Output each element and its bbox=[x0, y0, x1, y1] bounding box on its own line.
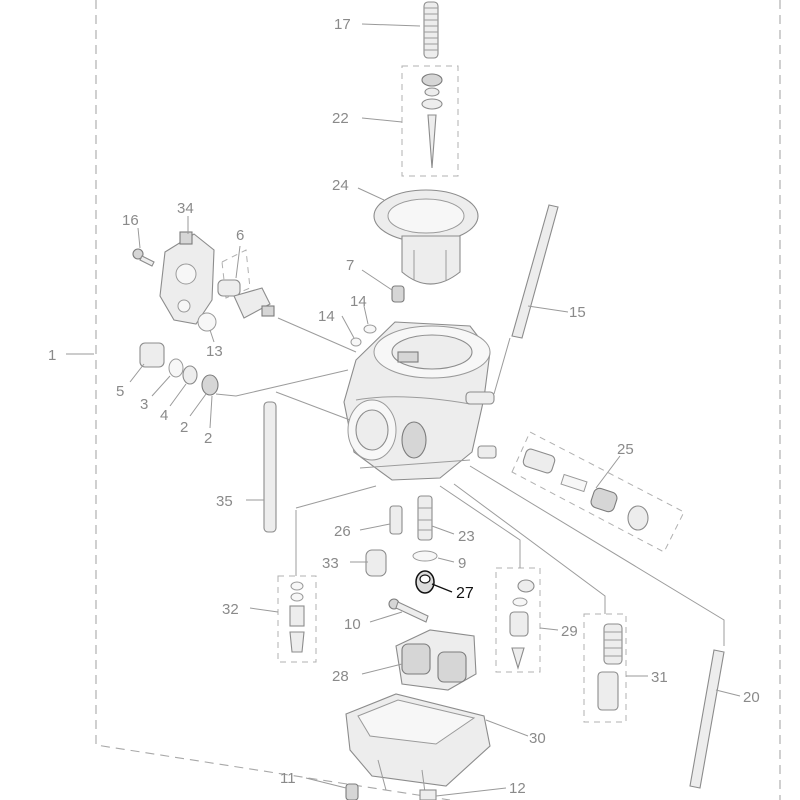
callout-22: 22 bbox=[332, 110, 349, 127]
part-11-drain-screw[interactable] bbox=[345, 783, 359, 800]
part-10-screw[interactable] bbox=[388, 598, 429, 623]
callout-16: 16 bbox=[122, 212, 139, 229]
part-7-plug[interactable] bbox=[391, 285, 405, 303]
part-31-spring-screw-set[interactable] bbox=[583, 613, 627, 723]
callout-12: 12 bbox=[509, 780, 526, 797]
part-14-o-ring-upper[interactable] bbox=[363, 324, 377, 334]
callout-23: 23 bbox=[458, 528, 475, 545]
part-22-needle-set[interactable] bbox=[401, 65, 459, 177]
callout-26: 26 bbox=[334, 523, 351, 540]
callout-13: 13 bbox=[206, 343, 223, 360]
part-24-piston-diaphragm[interactable] bbox=[373, 189, 479, 285]
part-29-needle-valve-set[interactable] bbox=[495, 567, 541, 673]
part-28-float[interactable] bbox=[395, 629, 477, 691]
callout-17: 17 bbox=[334, 16, 351, 33]
part-20-tube[interactable] bbox=[689, 649, 725, 789]
part-32-pilot-set[interactable] bbox=[277, 575, 317, 663]
callout-20: 20 bbox=[743, 689, 760, 706]
callout-29: 29 bbox=[561, 623, 578, 640]
callout-31: 31 bbox=[651, 669, 668, 686]
part-25-screw-assembly[interactable] bbox=[511, 431, 685, 553]
callout-2-b: 2 bbox=[204, 430, 212, 447]
callout-3: 3 bbox=[140, 396, 148, 413]
callout-28: 28 bbox=[332, 668, 349, 685]
carburetor-body[interactable] bbox=[343, 321, 497, 481]
callout-27: 27 bbox=[456, 585, 474, 602]
callout-4: 4 bbox=[160, 407, 168, 424]
part-23-emulsion-tube[interactable] bbox=[417, 495, 433, 541]
callout-25: 25 bbox=[617, 441, 634, 458]
callout-30: 30 bbox=[529, 730, 546, 747]
callout-14-lower: 14 bbox=[318, 308, 335, 325]
callout-5: 5 bbox=[116, 383, 124, 400]
part-33-cap[interactable] bbox=[365, 549, 387, 577]
part-4-spacer[interactable] bbox=[182, 365, 198, 385]
part-30-float-bowl[interactable] bbox=[345, 693, 491, 800]
leader-lines bbox=[66, 23, 741, 797]
callout-11: 11 bbox=[280, 770, 296, 787]
part-13-o-ring[interactable] bbox=[197, 312, 217, 332]
callout-labels: 1 17 22 24 16 34 6 13 7 14 14 15 5 3 4 2… bbox=[48, 16, 760, 797]
part-16-screw[interactable] bbox=[132, 248, 155, 267]
part-2-jet-a[interactable] bbox=[201, 374, 219, 396]
callout-35: 35 bbox=[216, 493, 233, 510]
callout-15: 15 bbox=[569, 304, 586, 321]
part-26-jet[interactable] bbox=[389, 505, 403, 535]
callout-7: 7 bbox=[346, 257, 354, 274]
part-15-tube[interactable] bbox=[493, 204, 559, 395]
part-12-plug[interactable] bbox=[419, 789, 437, 800]
assembly-lines bbox=[215, 317, 725, 646]
part-3-washer[interactable] bbox=[168, 358, 184, 378]
part-17-spring[interactable] bbox=[423, 1, 439, 59]
assembly-frame bbox=[95, 0, 781, 800]
callout-24: 24 bbox=[332, 177, 349, 194]
part-35-rod[interactable] bbox=[263, 391, 351, 533]
callout-14-upper: 14 bbox=[350, 293, 367, 310]
callout-9: 9 bbox=[458, 555, 466, 572]
callout-33: 33 bbox=[322, 555, 339, 572]
callout-32: 32 bbox=[222, 601, 239, 618]
part-27-main-jet[interactable] bbox=[415, 570, 435, 594]
callout-10: 10 bbox=[344, 616, 361, 633]
callout-1: 1 bbox=[48, 347, 56, 364]
part-5-cap[interactable] bbox=[139, 342, 165, 368]
callout-6: 6 bbox=[236, 227, 244, 244]
part-34-cover[interactable] bbox=[159, 231, 215, 325]
part-14-o-ring-lower[interactable] bbox=[350, 337, 362, 347]
callout-2-a: 2 bbox=[180, 419, 188, 436]
callout-34: 34 bbox=[177, 200, 194, 217]
part-6-pump-assembly[interactable] bbox=[217, 249, 275, 319]
part-9-washer[interactable] bbox=[412, 550, 438, 562]
